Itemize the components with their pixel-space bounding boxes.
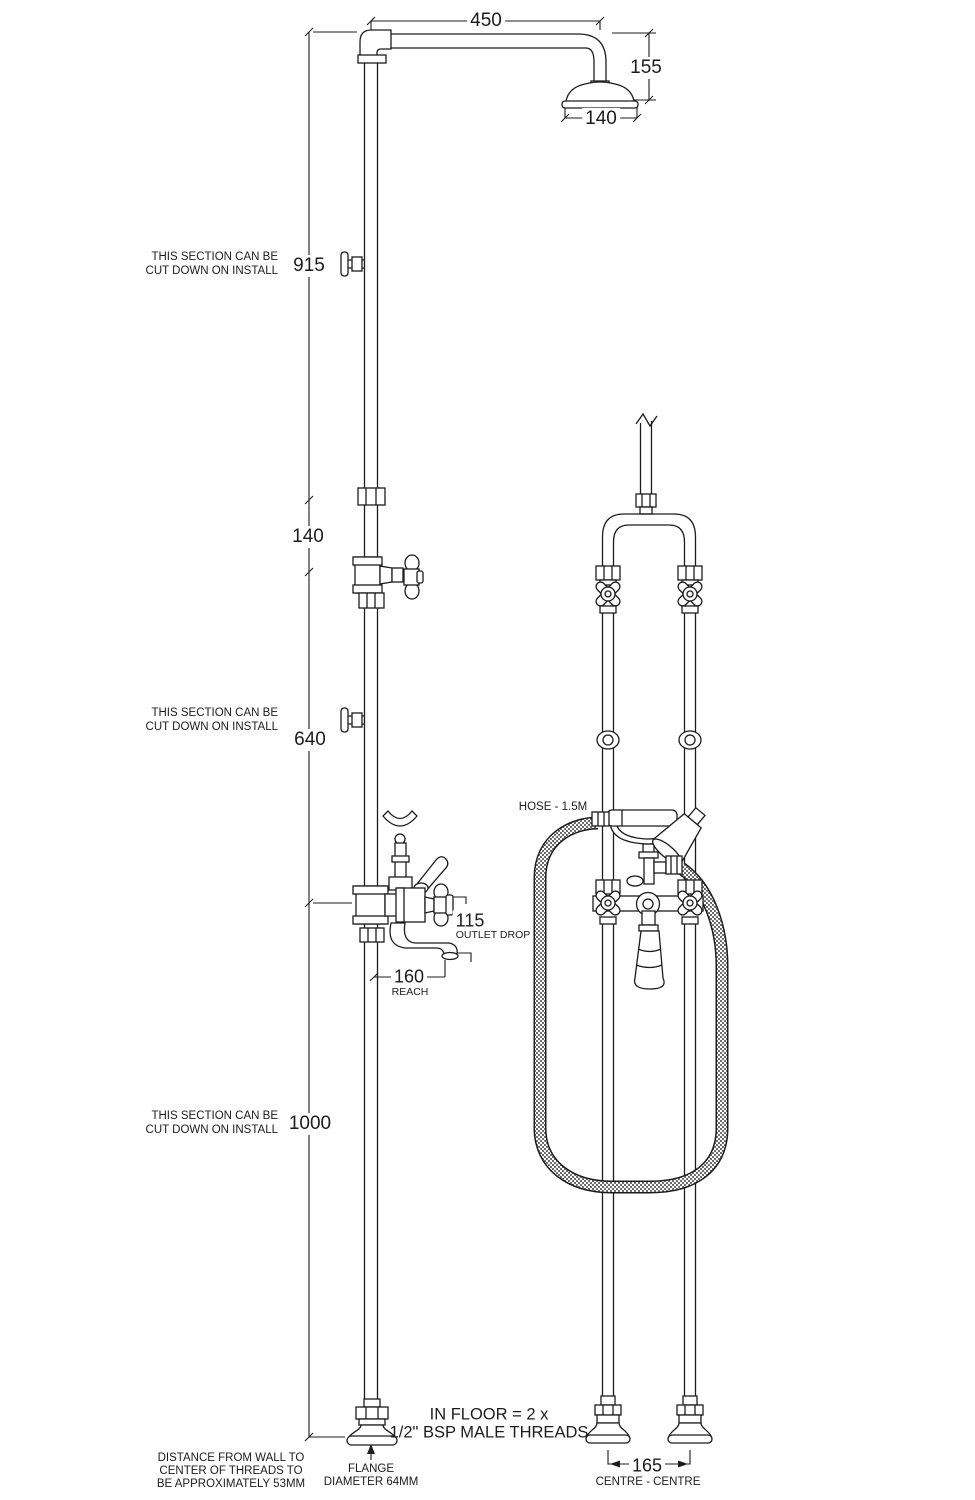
dim-915-label: 915 — [290, 255, 328, 277]
shower-arm — [357, 29, 607, 82]
flange-note: FLANGE DIAMETER 64MM — [323, 1463, 419, 1488]
riser-stop-valve — [352, 554, 424, 609]
floor-flange-right — [667, 1395, 713, 1444]
supply-stub-pipe — [635, 412, 658, 515]
cut-note-bottom: THIS SECTION CAN BE CUT DOWN ON INSTALL — [145, 1110, 278, 1136]
wall-bracket-lower — [340, 707, 365, 733]
dim-1000-label: 1000 — [285, 1113, 335, 1135]
cut-note-top: THIS SECTION CAN BE CUT DOWN ON INSTALL — [145, 251, 278, 277]
reach-label: REACH — [391, 986, 429, 998]
shower-head — [561, 80, 639, 109]
dim-155-label: 155 — [627, 57, 665, 79]
isolation-valve-left — [595, 565, 621, 614]
wall-mixer — [352, 810, 459, 961]
wall-distance-note: DISTANCE FROM WALL TO CENTER OF THREADS … — [156, 1452, 306, 1490]
left-riser-pipe — [363, 58, 379, 1402]
centre-centre-label: CENTRE - CENTRE — [595, 1476, 701, 1488]
outlet-drop-label: OUTLET DROP — [455, 929, 531, 941]
flange-pointer-arrow — [367, 1444, 375, 1460]
riser-union-nut — [357, 487, 386, 506]
pipe-clip-right — [678, 730, 702, 750]
dim-140-label: 140 — [289, 526, 327, 548]
hose-elbow — [653, 855, 683, 875]
hose-label: HOSE - 1.5M — [518, 801, 588, 813]
dim-160-label: 160 — [390, 966, 428, 988]
dim-165-label: 165 — [628, 1455, 666, 1477]
floor-note-line2: 1/2" BSP MALE THREADS — [389, 1423, 589, 1442]
wall-bracket-upper — [340, 251, 365, 277]
outlet-drop-dimension-115 — [452, 896, 472, 962]
shower-hose — [533, 816, 729, 1194]
isolation-valve-right — [677, 565, 703, 614]
floor-note-line1: IN FLOOR = 2 x — [429, 1405, 549, 1424]
bath-mixer — [592, 879, 704, 990]
cut-note-middle: THIS SECTION CAN BE CUT DOWN ON INSTALL — [145, 707, 278, 733]
dim-115-label: 115 — [452, 910, 488, 932]
dim-140-head-label: 140 — [582, 108, 620, 130]
dim-640-label: 640 — [291, 729, 329, 751]
pipe-clip-left — [596, 730, 620, 750]
diverter-stem — [626, 843, 659, 887]
u-bend-manifold — [601, 513, 697, 570]
standpipes — [601, 612, 697, 1400]
dim-450-label: 450 — [467, 10, 505, 32]
floor-flange-left — [585, 1395, 631, 1444]
left-floor-flange — [346, 1398, 398, 1446]
